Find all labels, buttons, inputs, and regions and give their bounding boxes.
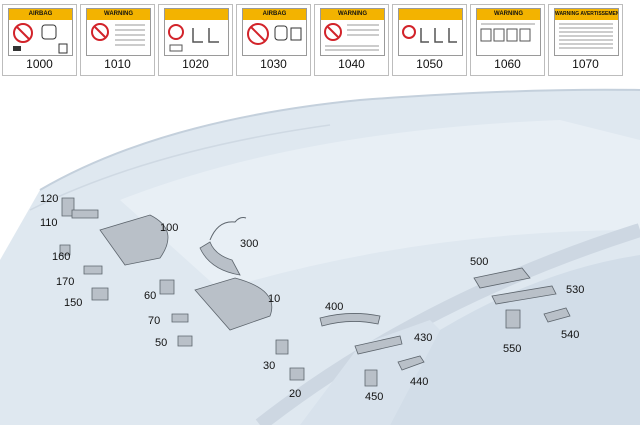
label-number: 1020 — [182, 57, 209, 71]
roof-panel-shade — [120, 120, 640, 290]
label-banner: WARNING — [321, 9, 384, 20]
callout-50: 50 — [155, 337, 168, 349]
label-cell-1010[interactable]: WARNING 1010 — [80, 4, 155, 76]
mirror-cable — [209, 217, 247, 241]
label-cell-1060[interactable]: WARNING 1060 — [470, 4, 545, 76]
handle-screw — [364, 369, 378, 387]
no-child-seat-icon — [324, 23, 379, 51]
seat-diagram-icon — [168, 24, 219, 52]
label-cell-1000[interactable]: AIRBAG 1000 — [2, 4, 77, 76]
airbag-label-card: AIRBAG — [242, 8, 307, 56]
callout-300: 300 — [240, 238, 259, 250]
text-lines-icon — [559, 23, 613, 49]
callout-150: 150 — [64, 297, 83, 309]
label-number: 1000 — [26, 57, 53, 71]
label-banner: WARNING — [87, 9, 150, 20]
mirror-housing — [199, 241, 241, 276]
visor-bracket — [275, 339, 289, 355]
roof-crease — [29, 124, 331, 211]
label-cell-1050[interactable]: 1050 — [392, 4, 467, 76]
callout-430: 430 — [414, 332, 433, 344]
grab-handle-bracket — [354, 335, 403, 355]
visor-bracket — [71, 209, 99, 219]
label-banner — [165, 9, 228, 20]
label-cell-1020[interactable]: 1020 — [158, 4, 233, 76]
label-cell-1040[interactable]: WARNING 1040 — [314, 4, 389, 76]
callout-540: 540 — [561, 329, 580, 341]
visor-bracket — [177, 335, 193, 347]
label-number: 1060 — [494, 57, 521, 71]
label-banner: WARNING AVERTISSEMENT — [555, 9, 618, 20]
callout-170: 170 — [56, 276, 75, 288]
warning-label-card: WARNING AVERTISSEMENT — [554, 8, 619, 56]
grab-handle — [319, 313, 381, 327]
vehicle-roof-illustration — [0, 88, 640, 425]
callout-400: 400 — [325, 301, 344, 313]
label-banner: AIRBAG — [9, 9, 72, 20]
label-number: 1050 — [416, 57, 443, 71]
callout-110: 110 — [40, 217, 58, 229]
rear-window — [390, 255, 640, 425]
callout-30: 30 — [263, 360, 276, 372]
no-child-seat-icon — [13, 23, 68, 54]
seat-diagram-icon — [480, 23, 535, 42]
label-cell-1070[interactable]: WARNING AVERTISSEMENT 1070 — [548, 4, 623, 76]
label-number: 1010 — [104, 57, 131, 71]
rail-cover — [491, 285, 557, 305]
callout-550: 550 — [503, 343, 522, 355]
warning-label-strip: AIRBAG 1000 WARNING 10 — [0, 0, 640, 80]
visor-bracket — [83, 265, 103, 275]
callout-120: 120 — [40, 193, 59, 205]
callout-20: 20 — [289, 388, 302, 400]
label-number: 1040 — [338, 57, 365, 71]
visor-bracket — [159, 279, 175, 295]
callout-450: 450 — [365, 391, 384, 403]
visor-bracket — [59, 244, 71, 256]
label-number: 1030 — [260, 57, 287, 71]
warning-label-card: WARNING — [86, 8, 151, 56]
no-child-seat-icon — [91, 23, 145, 46]
sun-visor-left — [99, 214, 169, 266]
handle-cover — [397, 355, 425, 371]
warning-label-card: WARNING — [476, 8, 541, 56]
clip — [505, 309, 521, 329]
sun-visor-right — [194, 277, 273, 331]
visor-bracket — [171, 313, 189, 323]
label-banner — [399, 9, 462, 20]
roof-rail — [255, 223, 640, 425]
rail-cover — [473, 267, 531, 289]
label-number: 1070 — [572, 57, 599, 71]
label-cell-1030[interactable]: AIRBAG 1030 — [236, 4, 311, 76]
warning-label-card — [164, 8, 229, 56]
seat-diagram-icon — [402, 25, 457, 43]
callout-100: 100 — [160, 222, 179, 234]
callout-440: 440 — [410, 376, 429, 388]
label-banner: AIRBAG — [243, 9, 306, 20]
airbag-label-card: AIRBAG — [8, 8, 73, 56]
callout-160: 160 — [52, 251, 71, 263]
visor-bracket — [289, 367, 305, 381]
callout-10: 10 — [268, 293, 281, 305]
callout-530: 530 — [566, 284, 585, 296]
warning-label-card — [398, 8, 463, 56]
callout-500: 500 — [470, 256, 489, 268]
visor-bracket — [91, 287, 109, 301]
clip — [543, 307, 571, 323]
warning-label-card: WARNING — [320, 8, 385, 56]
no-child-seat-icon — [247, 23, 302, 45]
roof-edge-line — [39, 88, 640, 191]
callout-70: 70 — [148, 315, 161, 327]
callout-60: 60 — [144, 290, 157, 302]
label-banner: WARNING — [477, 9, 540, 20]
